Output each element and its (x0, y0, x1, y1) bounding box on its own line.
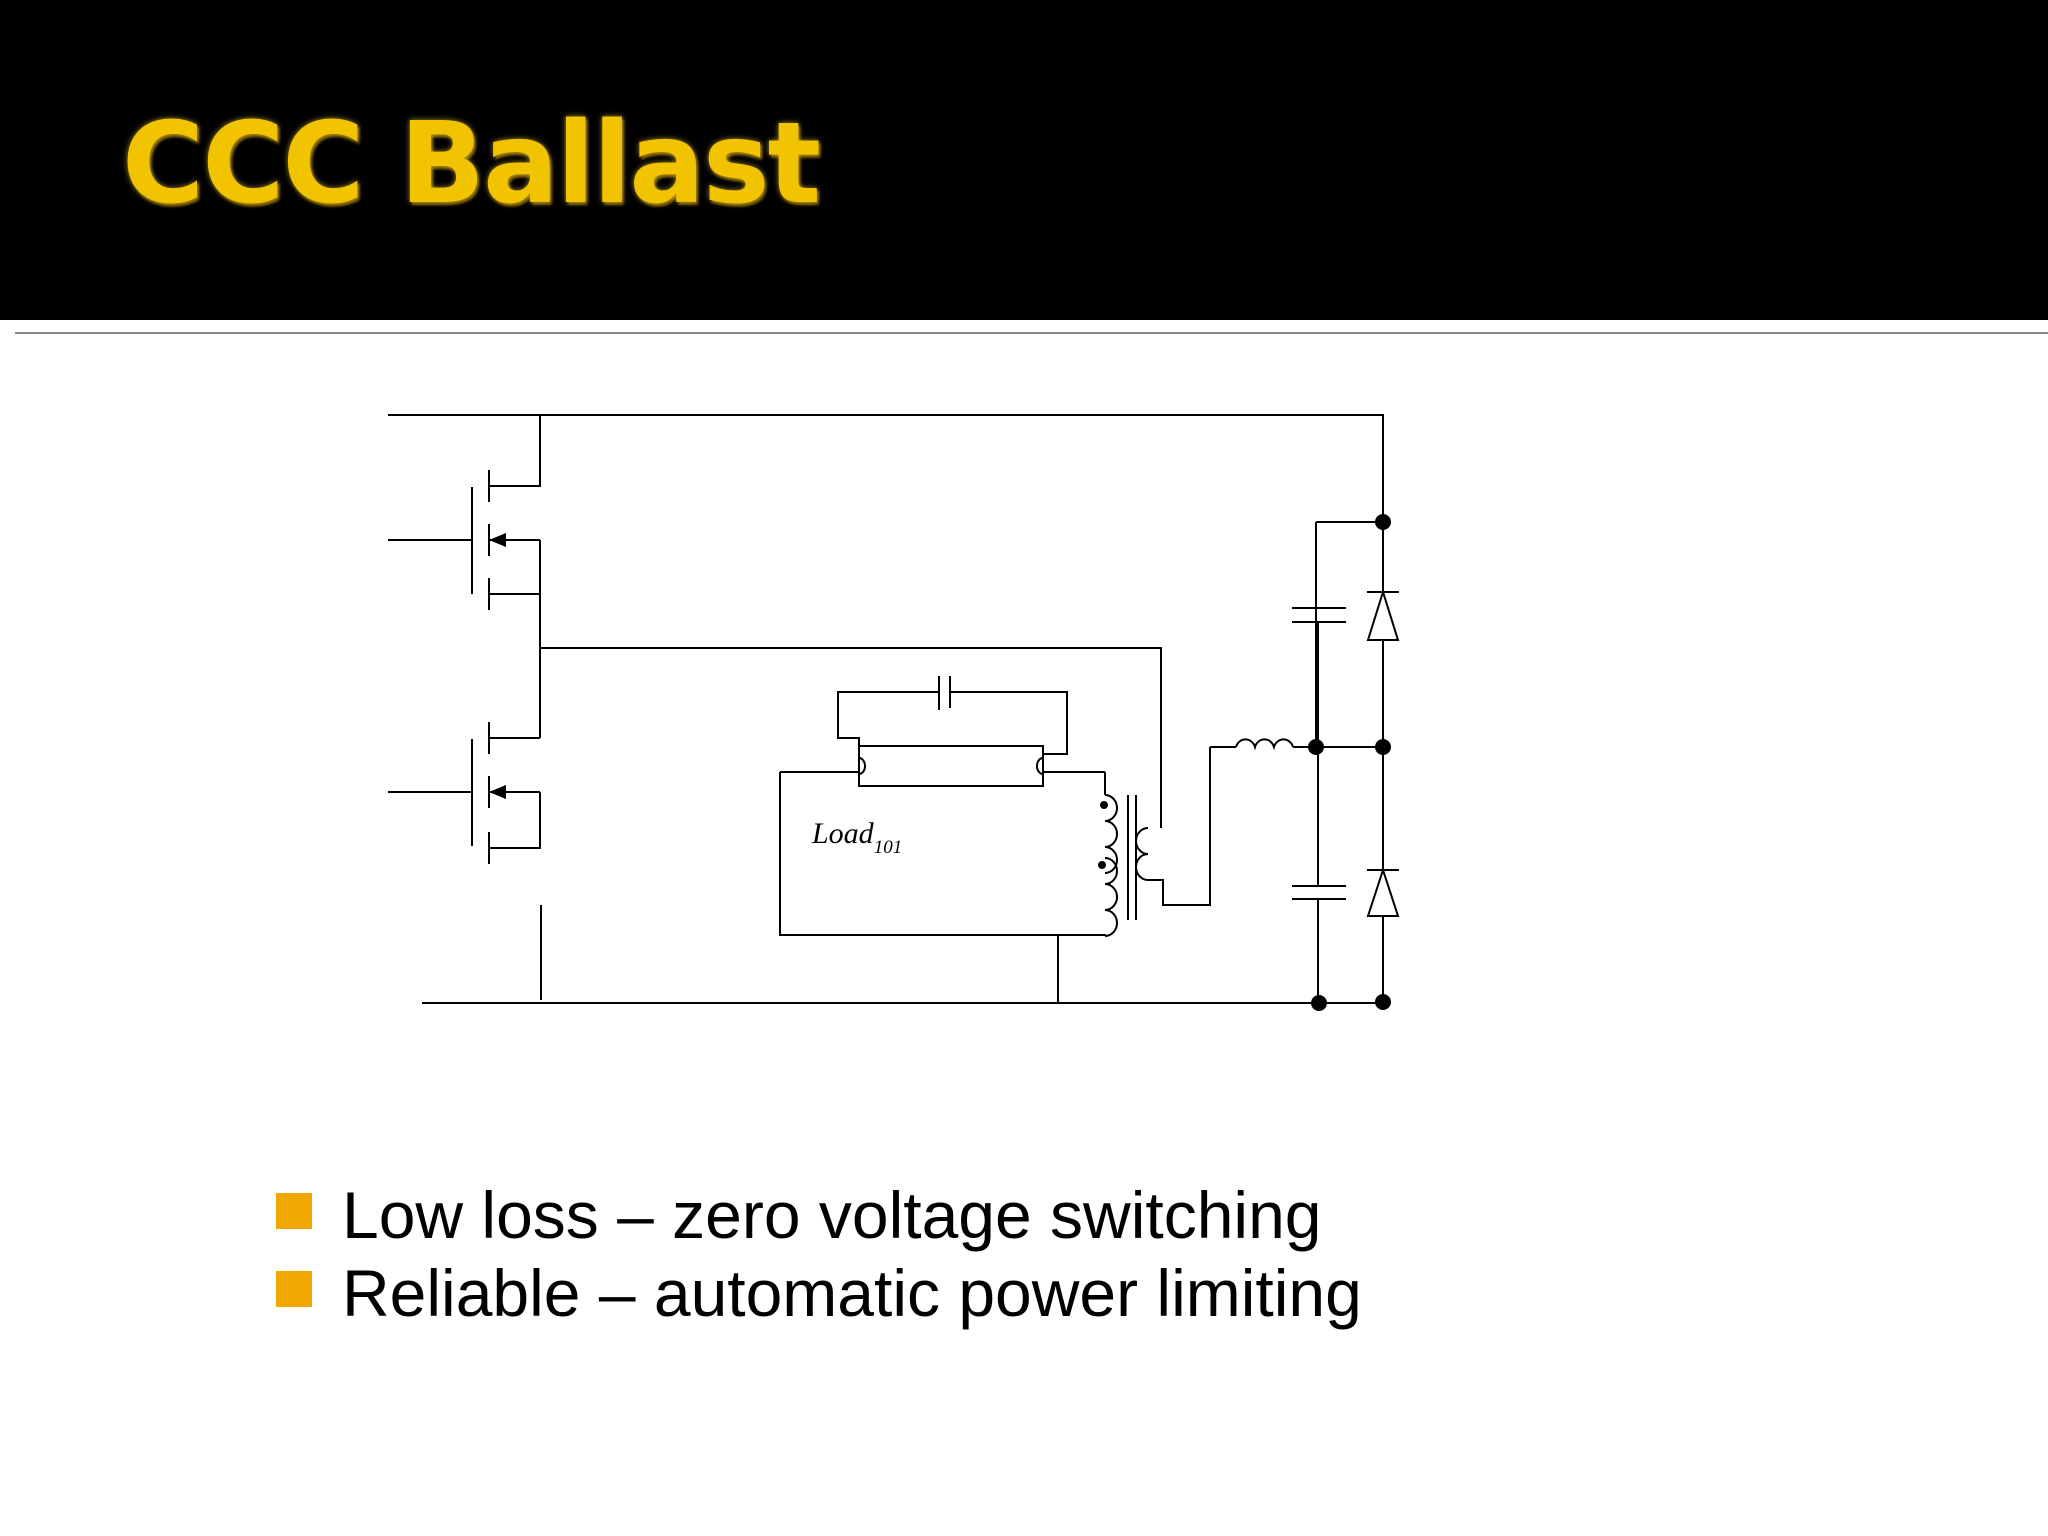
mosfet-upper (388, 470, 506, 610)
bullet-text: Low loss – zero voltage switching (342, 1178, 1322, 1252)
bullet-text: Reliable – automatic power limiting (342, 1256, 1362, 1330)
diode-column (1366, 522, 1400, 1003)
bullet-list: Low loss – zero voltage switching Reliab… (276, 1176, 1362, 1332)
mosfet-lower (388, 722, 506, 864)
bullet-square-icon (276, 1271, 312, 1307)
load-label: Load101 (811, 817, 902, 858)
title-bar: CCC Ballast (0, 0, 2048, 320)
bullet-item: Low loss – zero voltage switching (276, 1176, 1362, 1254)
midpoint-wire (540, 647, 1162, 828)
capacitor-column (1292, 521, 1383, 1003)
transformer (1057, 747, 1211, 1003)
series-inductor (1210, 522, 1383, 751)
bullet-square-icon (276, 1193, 312, 1229)
ballast-circuit-diagram: Load101 (388, 414, 1400, 1011)
switch-leg (489, 415, 542, 1000)
bullet-item: Reliable – automatic power limiting (276, 1254, 1362, 1332)
title-divider (15, 332, 2048, 334)
lamp-load (779, 691, 1105, 936)
slide-title: CCC Ballast (122, 99, 821, 229)
lamp-capacitor (938, 676, 951, 710)
junction-dots (1308, 514, 1391, 1011)
top-rail (388, 414, 1384, 522)
